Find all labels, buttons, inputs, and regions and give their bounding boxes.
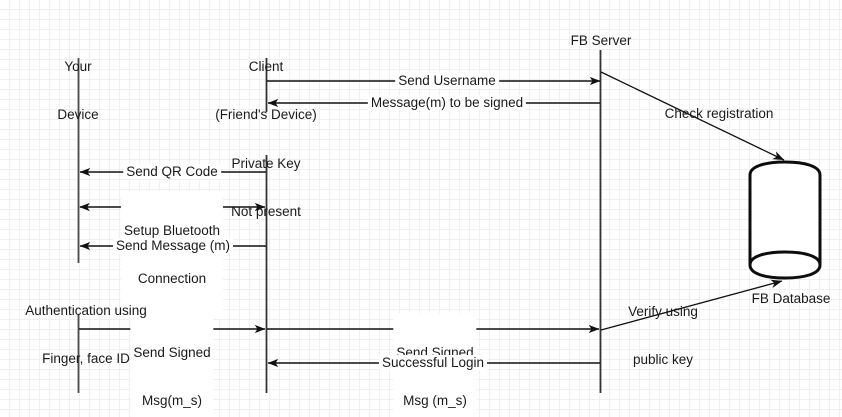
lifeline-header-client: Client (Friend's Device) [215,27,317,155]
note-private-key-line2: Not present [231,204,301,219]
message-label-verify-line1: Verify using [628,304,698,319]
note-authentication-line1: Authentication using [25,303,147,318]
message-label-message-to-be-signed: Message(m) to be signed [367,95,527,110]
note-authentication-using-finger-face-id: Authentication using Finger, face ID [25,271,147,399]
lifeline-header-your-device-line1: Your [64,59,92,74]
message-label-setup-bluetooth-line1: Setup Bluetooth [123,223,221,238]
message-label-setup-bluetooth-connection: Setup Bluetooth Connection [120,191,224,319]
fb-database-label: FB Database [751,291,831,306]
message-label-send-message-m: Send Message (m) [112,238,234,253]
note-authentication-line2: Finger, face ID [42,351,130,366]
fb-database-cylinder [748,160,822,280]
message-label-verify-using-public-key: Verify using public key [628,272,698,400]
message-label-check-registration: Check registration [664,106,774,121]
message-arrow-verify-using-public-key [600,279,783,331]
lifeline-header-client-line2: (Friend's Device) [215,107,317,122]
lifeline-header-your-device-line2: Device [57,107,99,122]
message-label-send-username: Send Username [395,73,499,88]
message-arrow-check-registration [600,71,785,161]
note-private-key-not-present: Private Key Not present [231,124,301,252]
lifeline-header-fb-server: FB Server [570,33,632,48]
message-label-send-qr-code: Send QR Code [123,164,221,179]
lifeline-header-client-line1: Client [248,59,284,74]
note-private-key-line1: Private Key [231,156,301,171]
message-label-successful-login: Successful Login [378,355,488,370]
message-label-send-signed-msg-device-to-client: Send Signed Msg(m_s) [130,313,214,417]
message-label-setup-bluetooth-line2: Connection [137,271,207,286]
message-label-signed-msg-1-line2: Msg(m_s) [141,393,202,408]
message-label-signed-msg-1-line1: Send Signed [133,345,211,360]
message-label-verify-line2: public key [632,352,694,367]
message-label-signed-msg-2-line2: Msg (m_s) [403,393,467,408]
lifeline-header-your-device: Your Device [57,27,98,155]
